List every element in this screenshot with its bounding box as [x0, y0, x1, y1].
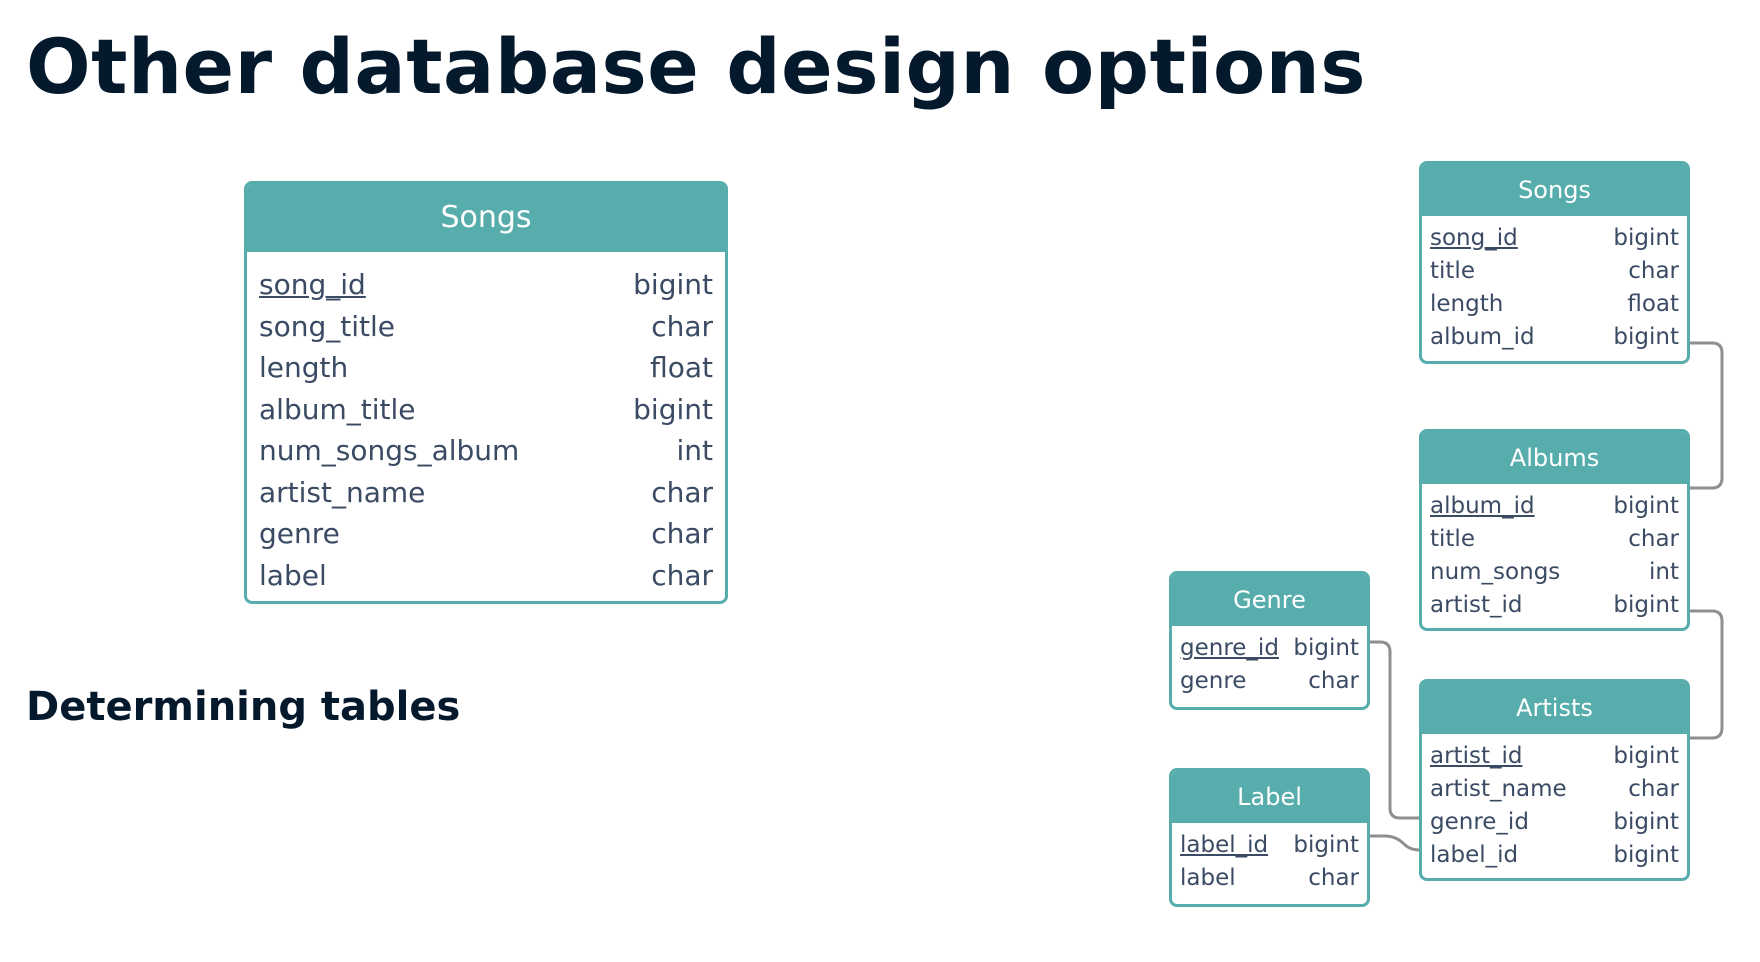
column-type: int [676, 434, 713, 467]
column-type: bigint [1293, 832, 1359, 858]
column-name: genre [1180, 668, 1247, 694]
table-row: label char [1180, 862, 1359, 895]
column-type: bigint [1613, 809, 1679, 835]
column-name: genre_id [1180, 635, 1279, 661]
table-body: label_id bigint label char [1172, 823, 1367, 895]
column-name: title [1430, 526, 1475, 552]
table-header: Albums [1422, 432, 1687, 484]
column-name: album_id [1430, 493, 1535, 519]
connector-label-artists [1370, 834, 1420, 852]
table-row: artist_id bigint [1430, 740, 1679, 773]
column-name: label_id [1180, 832, 1269, 858]
column-name: song_title [259, 309, 395, 343]
column-name: genre [259, 517, 340, 550]
table-row: song_title char [259, 306, 713, 348]
table-row: album_title bigint [259, 389, 713, 431]
table-header: Label [1172, 771, 1367, 823]
column-name: num_songs [1430, 559, 1561, 585]
column-name: num_songs_album [259, 434, 520, 467]
column-type: char [651, 558, 713, 592]
column-type: char [1308, 668, 1359, 694]
table-row: title char [1430, 523, 1679, 556]
column-type: char [1628, 258, 1679, 284]
table-row: song_id bigint [1430, 222, 1679, 255]
connector-songs-albums [1690, 341, 1724, 490]
column-type: int [1649, 559, 1679, 585]
table-row: genre char [259, 513, 713, 555]
table-row: label_id bigint [1430, 839, 1679, 872]
connector-genre-artists [1370, 640, 1419, 820]
genre-table: Genre genre_id bigint genre char [1169, 571, 1370, 710]
column-name: song_id [1430, 225, 1518, 251]
column-type: char [651, 309, 713, 343]
column-type: bigint [1613, 592, 1679, 618]
table-body: genre_id bigint genre char [1172, 626, 1367, 698]
table-row: num_songs int [1430, 556, 1679, 589]
column-name: genre_id [1430, 809, 1529, 835]
column-type: bigint [1613, 842, 1679, 868]
column-name: artist_name [259, 475, 426, 509]
column-type: bigint [1613, 225, 1679, 251]
column-type: char [1628, 526, 1679, 552]
column-name: label_id [1430, 842, 1519, 868]
table-header: Genre [1172, 574, 1367, 626]
table-row: artist_name char [1430, 773, 1679, 806]
column-name: album_title [259, 392, 416, 426]
column-type: char [1308, 865, 1359, 891]
column-type: char [1628, 776, 1679, 802]
table-row: length float [259, 347, 713, 389]
page-title: Other database design options [26, 22, 1367, 111]
table-row: genre_id bigint [1180, 632, 1359, 665]
table-header: Songs [1422, 164, 1687, 216]
table-row: genre char [1180, 665, 1359, 698]
column-type: bigint [1613, 743, 1679, 769]
column-type: bigint [633, 392, 713, 426]
column-type: bigint [1613, 324, 1679, 350]
connector-albums-artists [1690, 609, 1724, 740]
table-row: genre_id bigint [1430, 806, 1679, 839]
column-name: label [1180, 865, 1236, 891]
section-subtitle: Determining tables [26, 684, 461, 730]
table-row: artist_name char [259, 472, 713, 514]
table-row: artist_id bigint [1430, 589, 1679, 622]
table-row: album_id bigint [1430, 321, 1679, 354]
table-header: Songs [247, 184, 725, 252]
table-header: Artists [1422, 682, 1687, 734]
column-name: label [259, 558, 327, 592]
column-type: bigint [633, 268, 713, 301]
column-name: length [1430, 291, 1504, 317]
column-type: float [650, 351, 713, 384]
table-row: label_id bigint [1180, 829, 1359, 862]
column-name: album_id [1430, 324, 1535, 350]
table-row: title char [1430, 255, 1679, 288]
column-type: char [651, 517, 713, 550]
column-name: artist_id [1430, 592, 1523, 618]
column-type: char [651, 475, 713, 509]
column-type: float [1627, 291, 1679, 317]
column-type: bigint [1293, 635, 1359, 661]
column-name: song_id [259, 268, 366, 301]
table-row: album_id bigint [1430, 490, 1679, 523]
table-row: song_id bigint [259, 264, 713, 306]
table-row: length float [1430, 288, 1679, 321]
table-row: label char [259, 555, 713, 597]
label-table: Label label_id bigint label char [1169, 768, 1370, 907]
table-row: num_songs_album int [259, 430, 713, 472]
column-name: artist_name [1430, 776, 1567, 802]
column-name: artist_id [1430, 743, 1523, 769]
column-name: title [1430, 258, 1475, 284]
column-type: bigint [1613, 493, 1679, 519]
column-name: length [259, 351, 349, 384]
